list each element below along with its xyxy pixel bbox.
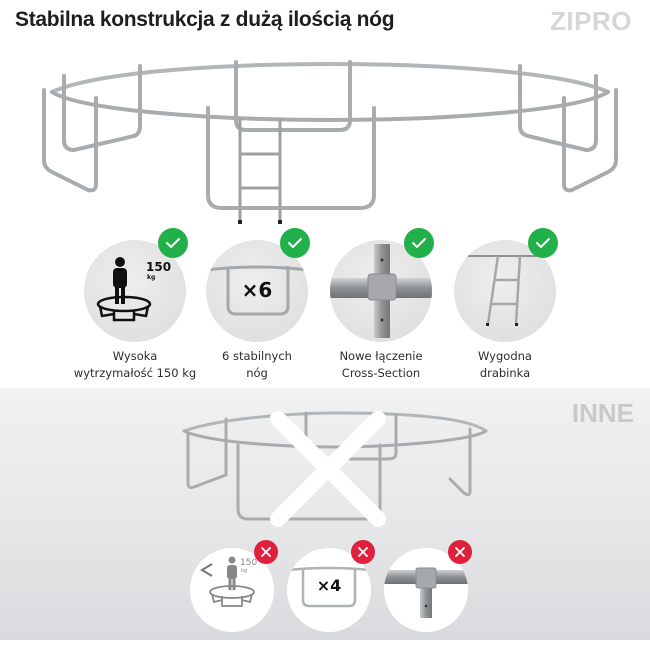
competitor-trampoline-frame-4-legs-image — [182, 411, 488, 527]
close-icon — [455, 547, 465, 557]
weight-unit: kg — [147, 274, 156, 281]
check-icon — [288, 238, 302, 249]
trampoline-leg-icon — [206, 265, 308, 316]
page-title: Stabilna konstrukcja z dużą ilością nóg — [15, 8, 395, 31]
check-icon — [536, 238, 550, 249]
check-icon — [412, 238, 426, 249]
trampoline-frame-6-legs-image — [42, 60, 618, 224]
feature-ladder: Wygodna drabinka — [454, 228, 558, 380]
cross-joint-icon — [330, 244, 432, 338]
trampoline-leg-icon — [287, 566, 371, 608]
less-than-weight-icon — [200, 556, 255, 607]
feature-caption: Wysoka wytrzymałość 150 kg — [73, 349, 197, 380]
cross-badge — [448, 540, 472, 564]
t-joint-icon — [384, 567, 468, 618]
feature-caption: Wygodna drabinka — [478, 349, 532, 380]
check-badge — [280, 228, 310, 258]
check-badge — [404, 228, 434, 258]
check-badge — [528, 228, 558, 258]
close-icon — [358, 547, 368, 557]
feature-caption: Nowe łączenie Cross-Section — [339, 349, 423, 380]
person-on-trampoline-icon — [96, 257, 152, 322]
feature-weight-capacity: 150 kg Wysoka wytrzymałość 150 kg — [74, 228, 196, 380]
leg-multiplier: ×6 — [241, 278, 273, 302]
weight-value: 150 — [240, 558, 258, 568]
feature-six-legs: ×6 6 stabilnych nóg — [206, 228, 310, 380]
competitors-label: INNE — [571, 398, 634, 428]
feature-cross-section-joint: Nowe łączenie Cross-Section — [330, 228, 434, 380]
check-icon — [166, 238, 180, 249]
cross-badge — [351, 540, 375, 564]
leg-multiplier: ×4 — [316, 576, 342, 595]
weight-unit: kg — [241, 568, 248, 574]
feature-caption: 6 stabilnych nóg — [222, 349, 292, 380]
feature-circle — [454, 240, 556, 342]
check-badge — [158, 228, 188, 258]
brand-logo: ZIPRO — [550, 6, 632, 36]
weight-value: 150 — [146, 260, 172, 274]
cross-badge — [254, 540, 278, 564]
close-icon — [261, 547, 271, 557]
